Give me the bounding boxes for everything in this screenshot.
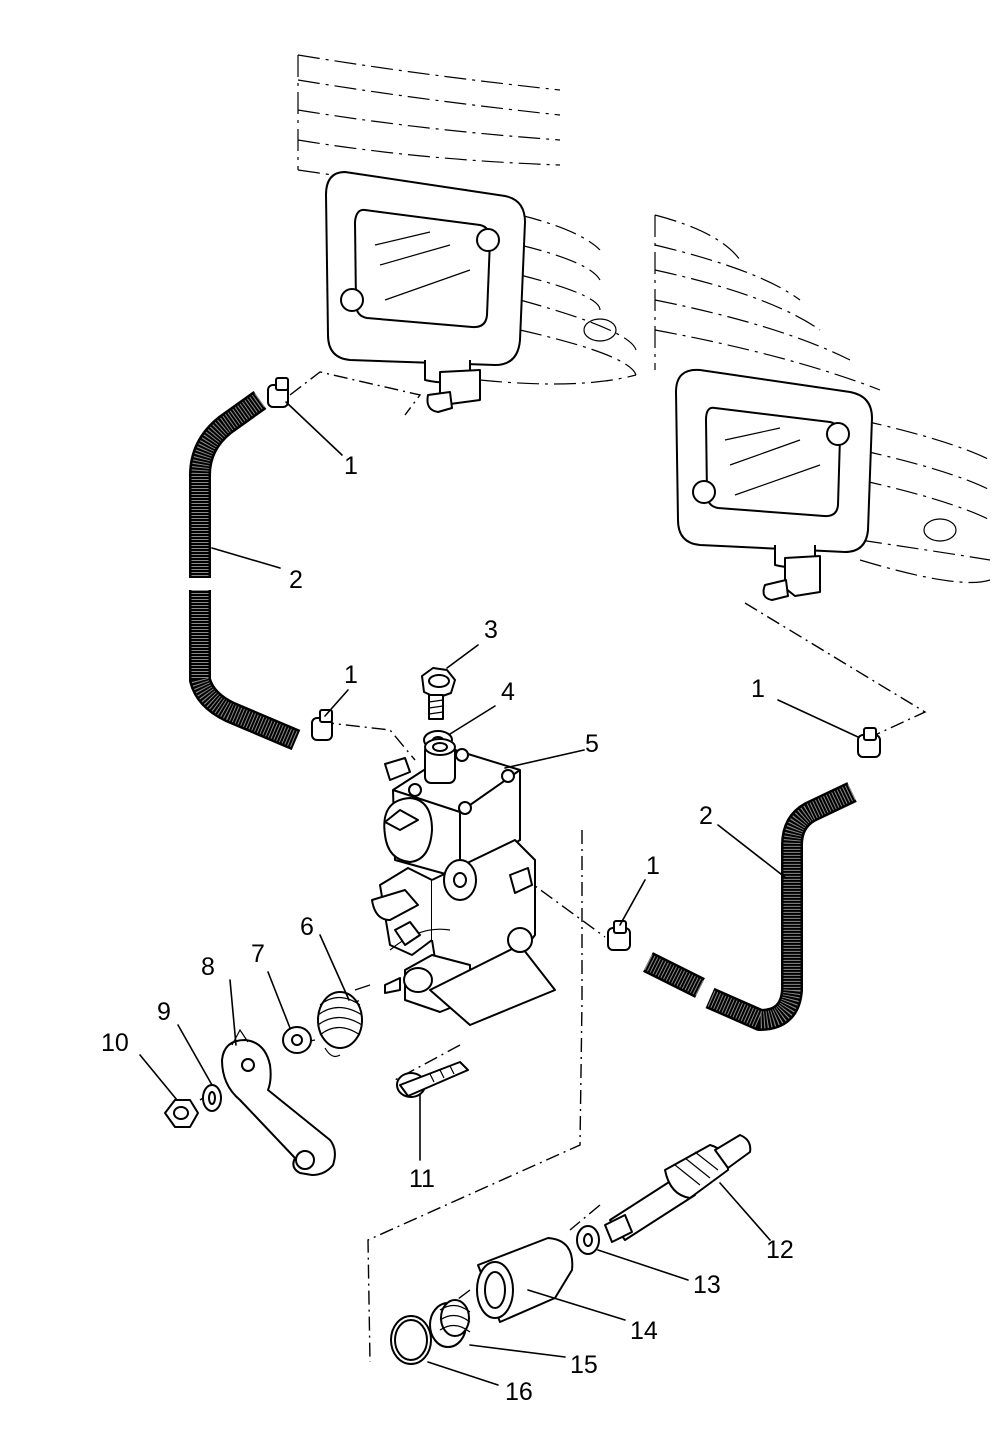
callout-labels: 1 2 1 3 4 5 1 2 1 6 7 8 9 10 11 12 13 14… <box>101 452 794 1406</box>
hose-clamp <box>267 377 289 408</box>
callout-11: 11 <box>409 1165 435 1193</box>
callout-14: 14 <box>630 1317 658 1345</box>
callout-6: 6 <box>300 913 314 941</box>
callout-2: 2 <box>289 566 303 594</box>
flat-washer <box>282 1026 312 1054</box>
drive-shaft-gear <box>604 1134 752 1243</box>
cylinder-right <box>654 214 991 584</box>
o-ring <box>390 1315 432 1365</box>
thrust-washer <box>576 1225 600 1255</box>
hose-left <box>189 391 301 751</box>
callout-9: 9 <box>157 998 171 1026</box>
drive-spring <box>429 1299 471 1348</box>
callout-1: 1 <box>751 675 765 703</box>
mounting-bolt <box>396 1061 469 1098</box>
hose-clamp <box>311 709 333 741</box>
banjo-bolt <box>421 667 456 720</box>
callout-2: 2 <box>699 802 713 830</box>
callout-1: 1 <box>646 852 660 880</box>
pump-nipple <box>384 757 411 781</box>
leader-lines <box>139 401 859 1386</box>
callout-1: 1 <box>344 452 358 480</box>
drive-sleeve <box>476 1237 574 1323</box>
callout-5: 5 <box>585 730 599 758</box>
hose-right <box>643 782 857 1031</box>
callout-1: 1 <box>344 661 358 689</box>
callout-10: 10 <box>101 1029 129 1057</box>
callout-7: 7 <box>251 940 265 968</box>
hose-clamp <box>607 920 631 951</box>
lock-washer <box>202 1084 222 1112</box>
hose-clamp <box>857 727 881 758</box>
callout-3: 3 <box>484 616 498 644</box>
callout-12: 12 <box>766 1236 794 1264</box>
exhaust-flange-right <box>675 368 873 601</box>
oil-pump <box>371 738 556 1026</box>
hex-nut <box>164 1099 199 1128</box>
control-lever <box>221 1028 336 1176</box>
callout-15: 15 <box>570 1351 598 1379</box>
return-spring <box>317 984 371 1058</box>
callout-13: 13 <box>693 1271 721 1299</box>
callout-16: 16 <box>505 1378 533 1406</box>
callout-4: 4 <box>501 678 515 706</box>
callout-8: 8 <box>201 953 215 981</box>
exhaust-flange-left <box>325 171 526 413</box>
